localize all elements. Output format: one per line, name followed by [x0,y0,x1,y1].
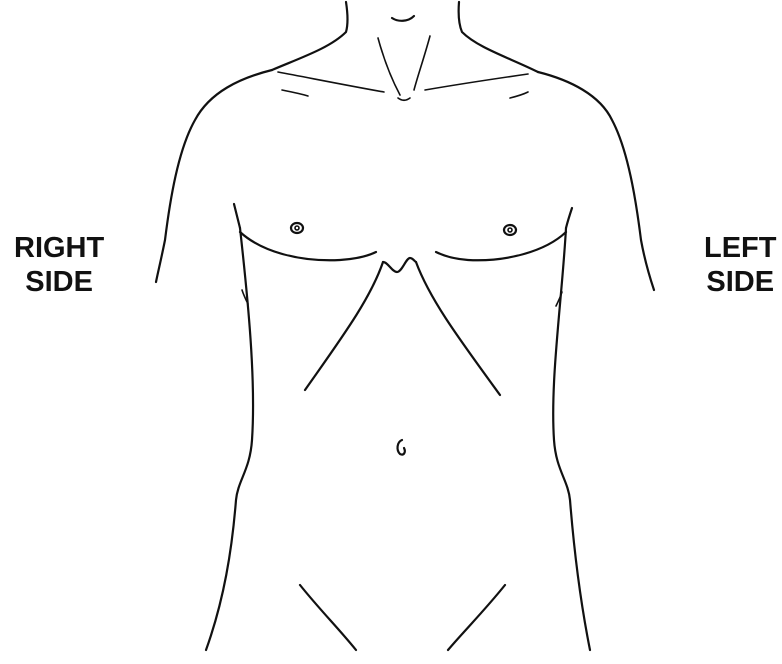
right-shoulder-arm [156,70,272,282]
left-side-label-line-2: SIDE [704,265,777,299]
right-clavicle [278,72,384,92]
navel [398,440,405,455]
left-groin-line [448,585,505,650]
rib-cage-right [305,262,383,390]
throat-right-line [378,38,400,95]
left-clavicle [425,74,528,90]
left-nipple [504,225,516,235]
right-torso-side [206,228,253,650]
sternal-notch [398,98,410,100]
throat-left-line [414,36,430,90]
right-nipple [291,223,303,233]
right-side-label-line-1: RIGHT [14,231,104,265]
right-clavicle-shadow [282,90,308,96]
left-side-label: LEFT SIDE [704,231,777,299]
left-shoulder-arm [538,72,654,290]
right-nipple-inner [295,226,299,230]
rib-cage-left [416,262,500,395]
xiphoid-notch [383,258,416,272]
left-side-label-line-1: LEFT [704,231,777,265]
left-torso-side [553,228,590,650]
left-nipple-inner [508,228,512,232]
left-armpit [566,208,572,228]
right-side-label-line-2: SIDE [14,265,104,299]
right-pectoral-line [240,232,376,260]
right-armpit [234,204,240,228]
left-clavicle-shadow [510,92,528,98]
right-side-label: RIGHT SIDE [14,231,104,299]
neck-left-line [459,2,538,72]
left-pectoral-line [436,232,566,260]
right-groin-line [300,585,356,650]
chin-line [392,16,414,21]
neck-right-line [272,2,348,70]
